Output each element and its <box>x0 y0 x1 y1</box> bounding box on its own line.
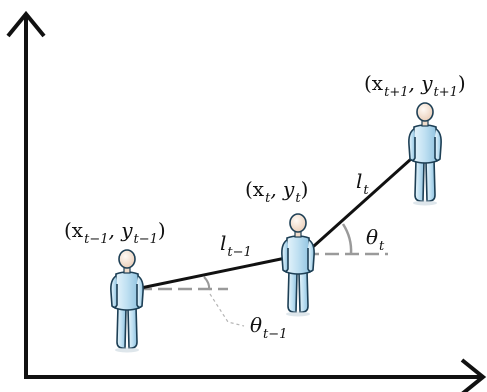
person-curr <box>281 213 315 318</box>
person-prev <box>110 249 144 354</box>
angle-arc-curr <box>341 223 353 255</box>
trajectory <box>135 140 432 291</box>
y-axis-arrowhead <box>6 10 46 38</box>
point-label-next: (xt+1, yt+1) <box>364 71 466 100</box>
point-label-prev: (xt−1, yt−1) <box>64 218 166 247</box>
point-label-curr: (xt, yt) <box>245 177 308 206</box>
reference-lines <box>138 223 388 327</box>
x-axis-arrowhead <box>460 358 487 392</box>
segment-prev <box>135 252 306 291</box>
segment-label-curr: lt <box>356 169 369 198</box>
segment-label-prev: lt−1 <box>220 231 252 260</box>
angle-label-curr: θt <box>366 225 385 254</box>
segment-curr <box>303 140 432 256</box>
axes <box>6 10 487 392</box>
angle-label-prev: θt−1 <box>250 313 287 342</box>
angle-leader-line <box>209 293 245 327</box>
angle-arc-prev <box>203 276 211 291</box>
person-next <box>408 102 442 207</box>
